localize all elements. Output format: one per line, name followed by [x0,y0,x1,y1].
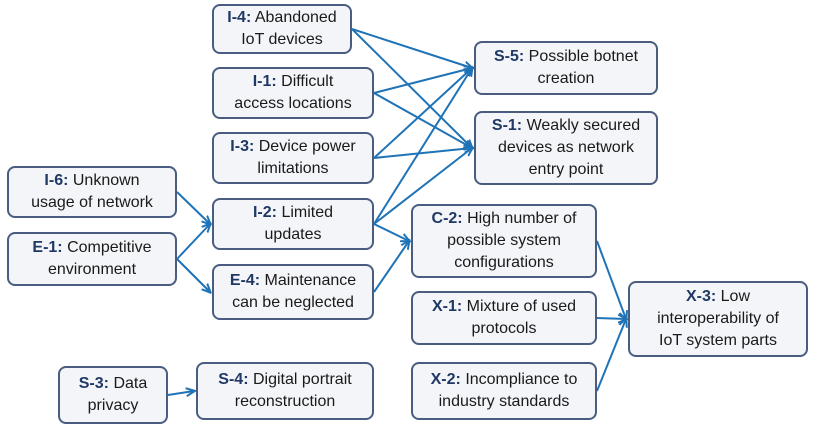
node-i1: I-1: Difficult access locations [212,67,374,119]
edge-i3-to-s1 [373,148,472,159]
node-text: Difficult [281,73,334,90]
edge-i4-to-s5 [351,28,472,68]
node-text: Mixture of used [466,298,577,315]
node-code: S-5: [493,48,525,65]
node-text: usage of network [31,194,153,211]
node-text: Abandoned [254,9,337,26]
node-code: X-1: [431,298,463,315]
node-text: Limited [281,204,334,221]
edge-i2-to-s1 [373,148,472,225]
node-code: X-2: [430,371,461,388]
node-s1: S-1: Weakly secured devices as network e… [474,111,658,185]
node-x3: X-3: Low interoperability of IoT system … [628,281,808,357]
node-text: interoperability of [657,310,779,327]
node-text: Digital portrait [252,371,352,388]
node-text: Competitive [67,239,152,256]
node-code: I-6: [44,172,69,189]
node-code: C-2: [431,210,463,227]
node-text: Incompliance to [465,371,578,388]
node-text: Unknown [72,172,140,189]
node-s3: S-3: Data privacy [58,366,168,424]
edge-s3-to-s4 [167,391,194,395]
edge-e1-to-e4 [176,258,210,292]
node-text: limitations [257,160,329,177]
node-code: I-3: [230,138,255,155]
node-text: Device power [258,138,356,155]
node-s4: S-4: Digital portrait reconstruction [196,362,374,420]
node-code: E-1: [32,239,63,256]
node-text: devices as network [497,139,635,156]
node-text: privacy [87,397,139,414]
edge-i3-to-s5 [373,68,472,159]
node-code: S-1: [491,117,523,134]
node-e1: E-1: Competitive environment [7,232,177,286]
node-text: configurations [454,254,554,271]
node-c2: C-2: High number of possible system conf… [411,204,597,278]
node-text: Maintenance [264,272,357,289]
edge-e4-to-c2 [373,241,409,293]
node-text: possible system [447,232,561,249]
edge-x2-to-x3 [596,319,626,392]
node-i2: I-2: Limited updates [212,198,374,250]
node-code: I-1: [252,73,277,90]
node-text: Possible botnet [528,48,639,65]
node-text: environment [47,261,137,278]
edge-i6-to-i2 [176,191,210,224]
node-e4: E-4: Maintenance can be neglected [212,264,374,320]
edge-x1-to-x3 [596,318,626,319]
node-text: updates [264,226,322,243]
node-text: can be neglected [232,294,354,311]
edge-e1-to-i2 [176,224,210,260]
node-code: I-2: [252,204,277,221]
node-text: IoT devices [241,31,323,48]
node-code: E-4: [229,272,261,289]
edge-i1-to-s1 [373,92,472,148]
node-text: creation [537,70,595,87]
node-i4: I-4: Abandoned IoT devices [212,4,352,54]
node-code: I-4: [227,9,252,26]
node-text: Weakly secured [526,117,641,134]
node-code: S-3: [78,375,109,392]
node-code: X-3: [685,288,717,305]
node-text: Data [113,375,148,392]
node-code: S-4: [218,371,249,388]
node-text: High number of [467,210,577,227]
node-text: protocols [471,320,537,337]
node-x2: X-2: Incompliance to industry standards [411,362,597,420]
edge-c2-to-x3 [596,240,626,319]
node-text: IoT system parts [659,332,777,349]
edge-i2-to-c2 [373,223,409,241]
node-s5: S-5: Possible botnet creation [474,41,658,95]
node-text: industry standards [438,393,570,410]
node-i3: I-3: Device power limitations [212,132,374,184]
node-text: Low [720,288,751,305]
edge-i1-to-s5 [373,68,472,94]
edge-i2-to-s5 [373,68,472,225]
node-i6: I-6: Unknown usage of network [7,166,177,218]
node-text: access locations [234,95,352,112]
edge-i4-to-s1 [351,28,472,148]
node-x1: X-1: Mixture of used protocols [411,291,597,345]
node-text: reconstruction [234,393,336,410]
node-text: entry point [528,161,604,178]
